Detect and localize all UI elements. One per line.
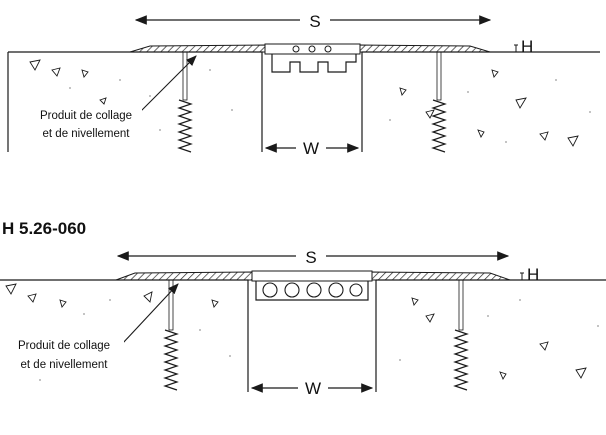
adhesive-label-line2: et de nivellement <box>21 359 109 371</box>
anchor-right <box>453 279 469 391</box>
height-label: H <box>521 37 533 56</box>
adhesive-label-bg <box>4 336 124 372</box>
joint-insert <box>251 270 373 301</box>
height-marker <box>514 44 518 53</box>
adhesive-label-line2: et de nivellement <box>43 128 131 140</box>
adhesive-label-line1: Produit de collage <box>40 110 132 122</box>
height-label: H <box>527 265 539 284</box>
concrete-speckle <box>39 299 599 381</box>
cover-plate <box>129 44 266 53</box>
height-marker <box>520 272 524 281</box>
span-label: S <box>309 12 320 31</box>
cover-plate <box>115 271 253 281</box>
adhesive-leader <box>139 55 197 113</box>
anchor-left <box>163 279 179 391</box>
joint-insert <box>264 43 361 73</box>
right-slab-outline <box>375 279 606 392</box>
diagram-top: S H W Produit de collage et de nivelleme… <box>7 12 600 158</box>
anchor-left <box>177 51 193 153</box>
anchor-right <box>431 51 447 153</box>
adhesive-label-bg <box>30 106 142 142</box>
cover-plate-right <box>359 44 491 53</box>
diagram-bottom: S H W Produit de collage et de nivelleme… <box>0 248 606 398</box>
span-label: S <box>305 248 316 267</box>
concrete-aggregate <box>29 59 579 147</box>
section-heading: H 5.26-060 <box>2 219 86 238</box>
concrete-speckle <box>69 69 591 143</box>
concrete-aggregate <box>5 283 587 380</box>
adhesive-leader <box>121 283 179 345</box>
adhesive-label-line1: Produit de collage <box>18 340 110 352</box>
cover-plate-right <box>371 271 511 281</box>
gap-label: W <box>305 379 321 398</box>
gap-label: W <box>303 139 319 158</box>
